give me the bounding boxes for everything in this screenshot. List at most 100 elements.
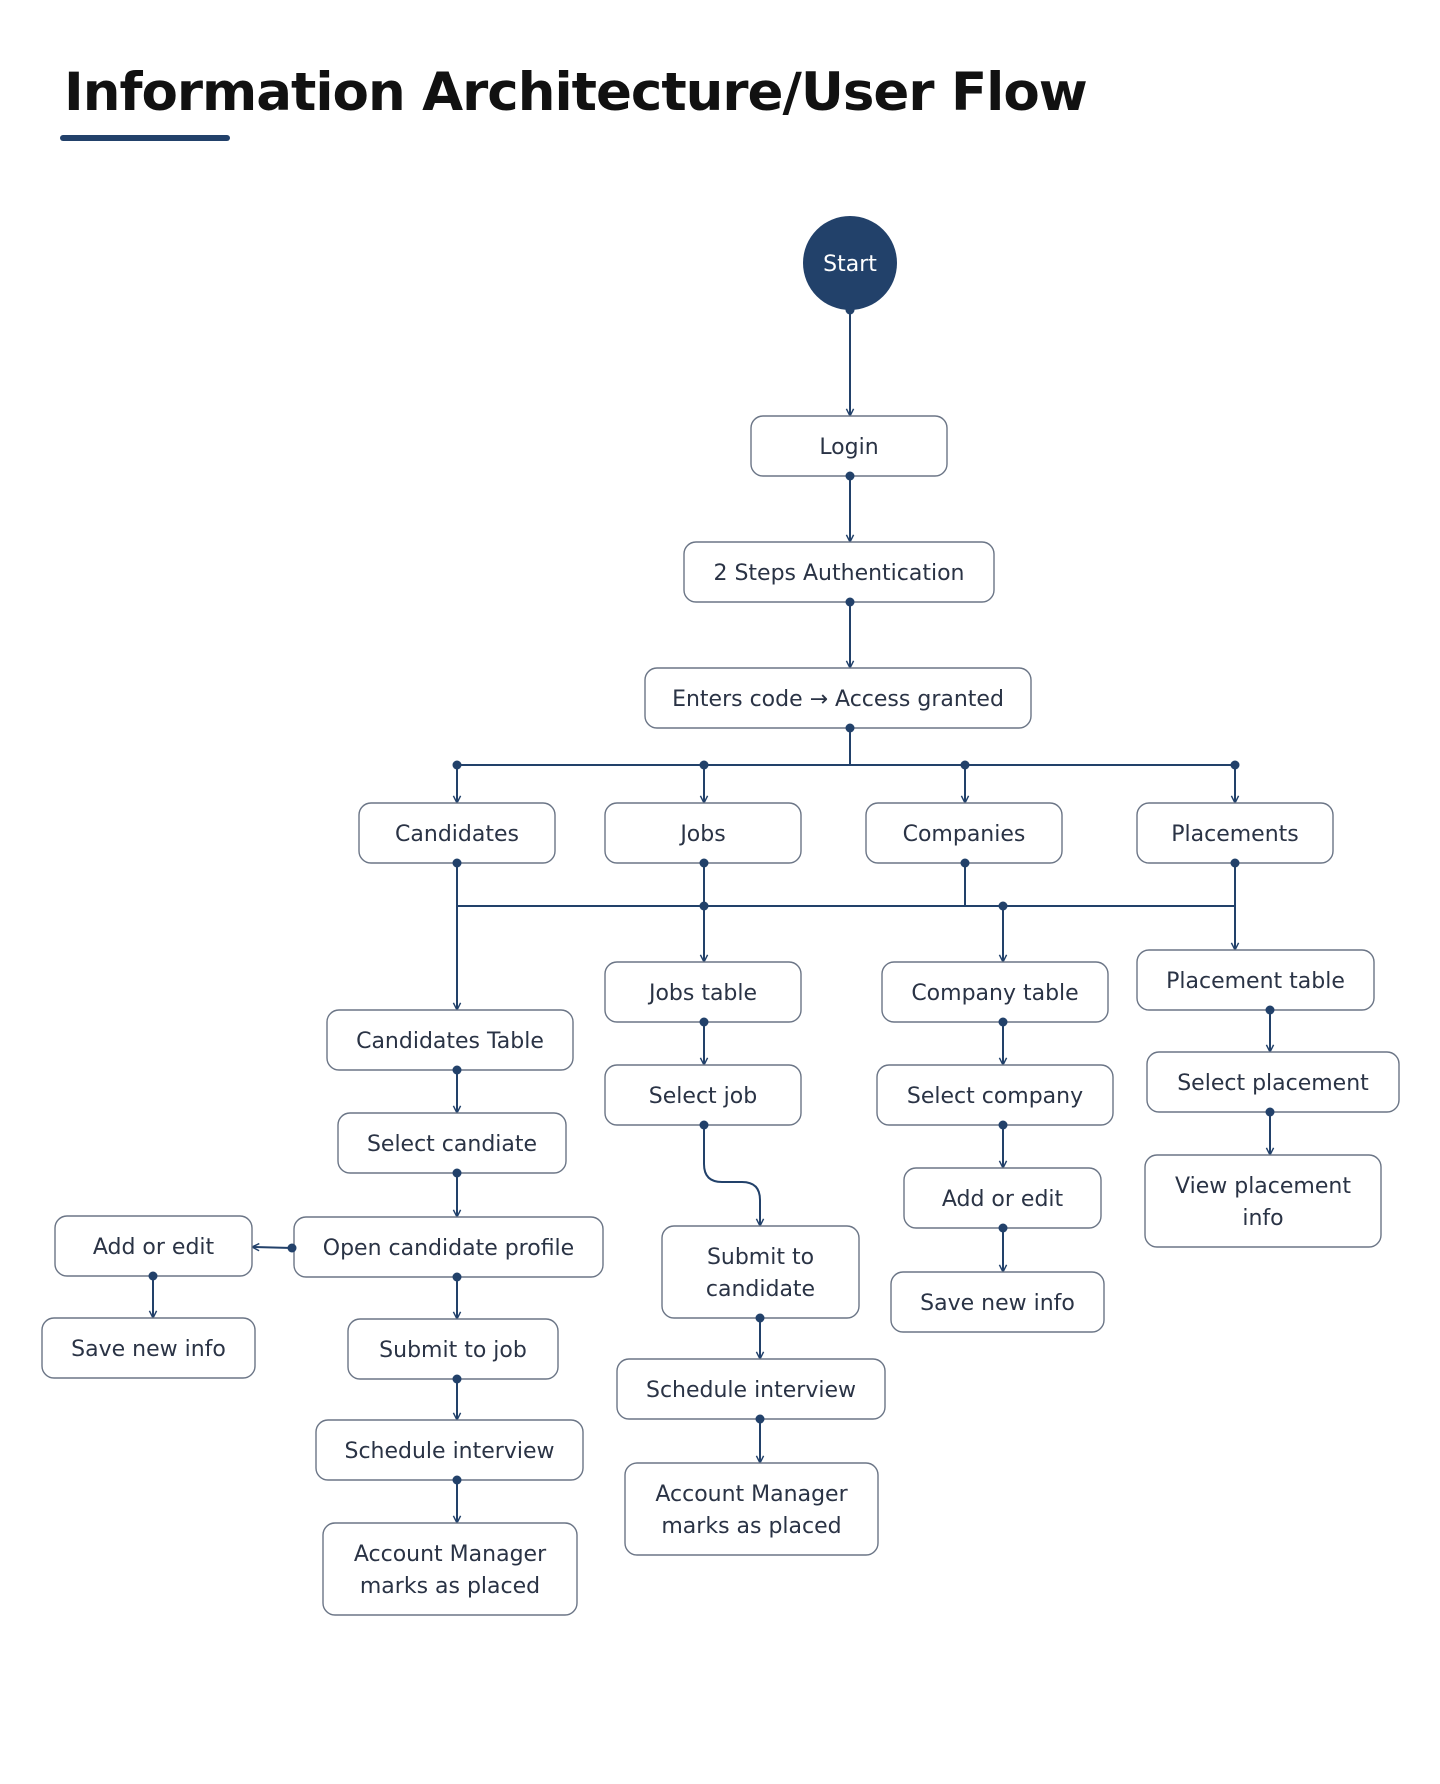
arrow-profile-to-add-edit <box>252 1247 293 1248</box>
node-label: Open candidate profile <box>323 1236 574 1261</box>
connector-dot <box>1230 858 1240 868</box>
connector-dot <box>452 1475 462 1485</box>
connector-dot <box>960 760 970 770</box>
node-select-company: Select company <box>876 1064 1114 1126</box>
node-box <box>322 1522 578 1616</box>
node-label: Select candiate <box>367 1132 537 1157</box>
connector-dot <box>755 1414 765 1424</box>
node-box <box>683 541 995 603</box>
page-title: Information Architecture/User Flow <box>64 62 1088 123</box>
connector-dot <box>1230 760 1240 770</box>
node-label: Save new info <box>920 1291 1075 1316</box>
connector-dot <box>1265 1107 1275 1117</box>
node-placements: Placements <box>1136 802 1334 864</box>
connector-dot <box>998 901 1008 911</box>
connector-dot <box>845 597 855 607</box>
node-label: Schedule interview <box>646 1378 856 1403</box>
node-comp-add-edit: Add or edit <box>903 1167 1102 1229</box>
connector-dot <box>452 1168 462 1178</box>
node-label: Account Manager <box>354 1542 547 1567</box>
node-label: Jobs table <box>647 981 757 1006</box>
connector-dot <box>845 305 855 315</box>
connector-dot <box>699 901 709 911</box>
node-label: Candidates <box>395 822 519 847</box>
node-label: Select company <box>907 1084 1083 1109</box>
node-label: Select job <box>649 1084 757 1109</box>
connector-lines <box>153 310 1270 1523</box>
node-cand-placed: Account Manager marks as placed <box>322 1522 578 1616</box>
node-companies: Companies <box>865 802 1063 864</box>
node-label: marks as placed <box>661 1514 841 1539</box>
connector-dot <box>699 1120 709 1130</box>
node-label: View placement <box>1175 1174 1351 1199</box>
node-two-step: 2 Steps Authentication <box>683 541 995 603</box>
node-comp-save: Save new info <box>890 1271 1105 1333</box>
node-job-submit: Submit to candidate <box>661 1225 860 1319</box>
node-label: Companies <box>903 822 1026 847</box>
node-select-job: Select job <box>604 1064 802 1126</box>
connector-dot <box>699 1017 709 1027</box>
node-access: Enters code → Access granted <box>644 667 1032 729</box>
node-cand-save: Save new info <box>41 1317 256 1379</box>
node-label: Add or edit <box>942 1187 1064 1212</box>
node-jobs-table: Jobs table <box>604 961 802 1023</box>
node-box <box>890 1271 1105 1333</box>
node-label: Submit to job <box>379 1338 527 1363</box>
node-cand-schedule: Schedule interview <box>315 1419 584 1481</box>
node-label: marks as placed <box>360 1574 540 1599</box>
node-label: Placement table <box>1166 969 1345 994</box>
node-label: Company table <box>911 981 1078 1006</box>
node-box <box>1144 1154 1382 1248</box>
node-box <box>41 1317 256 1379</box>
node-candidates-table: Candidates Table <box>326 1009 574 1071</box>
node-label: Candidates Table <box>356 1029 544 1054</box>
connector-dot <box>845 723 855 733</box>
node-label: Select placement <box>1177 1071 1369 1096</box>
node-jobs: Jobs <box>604 802 802 864</box>
connector-dot <box>998 1223 1008 1233</box>
connector-dot <box>452 858 462 868</box>
arrow-select-job-to-submit <box>703 1125 760 1226</box>
connector-dot <box>1265 1005 1275 1015</box>
node-open-profile: Open candidate profile <box>293 1216 604 1278</box>
connector-dot <box>699 760 709 770</box>
connector-dot <box>845 471 855 481</box>
node-label: Save new info <box>71 1337 226 1362</box>
node-label: 2 Steps Authentication <box>713 561 964 586</box>
connector-dot <box>452 1272 462 1282</box>
node-label: Submit to <box>707 1245 814 1270</box>
connector-dot <box>699 858 709 868</box>
node-box <box>315 1419 584 1481</box>
start-circle <box>803 216 897 310</box>
connector-dot <box>998 1120 1008 1130</box>
node-cand-submit: Submit to job <box>347 1318 559 1380</box>
node-cand-add-edit: Add or edit <box>54 1215 253 1277</box>
node-label: Add or edit <box>93 1235 215 1260</box>
connector-dot <box>452 1065 462 1075</box>
connector-dot <box>755 1313 765 1323</box>
node-box <box>326 1009 574 1071</box>
node-select-candidate: Select candiate <box>337 1112 567 1174</box>
node-box <box>644 667 1032 729</box>
node-box <box>1136 949 1375 1011</box>
connector-dot <box>452 760 462 770</box>
node-job-schedule: Schedule interview <box>616 1358 886 1420</box>
start-node: Start <box>803 216 897 310</box>
node-label: Placements <box>1171 822 1299 847</box>
node-candidates: Candidates <box>358 802 556 864</box>
node-placement-table: Placement table <box>1136 949 1375 1011</box>
node-label: Enters code → Access granted <box>672 687 1004 712</box>
node-label: Schedule interview <box>344 1439 554 1464</box>
node-box <box>624 1462 879 1556</box>
connector-dot <box>452 1374 462 1384</box>
node-label: Jobs <box>678 822 725 847</box>
node-box <box>616 1358 886 1420</box>
node-box <box>876 1064 1114 1126</box>
node-label: candidate <box>706 1277 815 1302</box>
node-login: Login <box>750 415 948 477</box>
connector-dot <box>148 1271 158 1281</box>
